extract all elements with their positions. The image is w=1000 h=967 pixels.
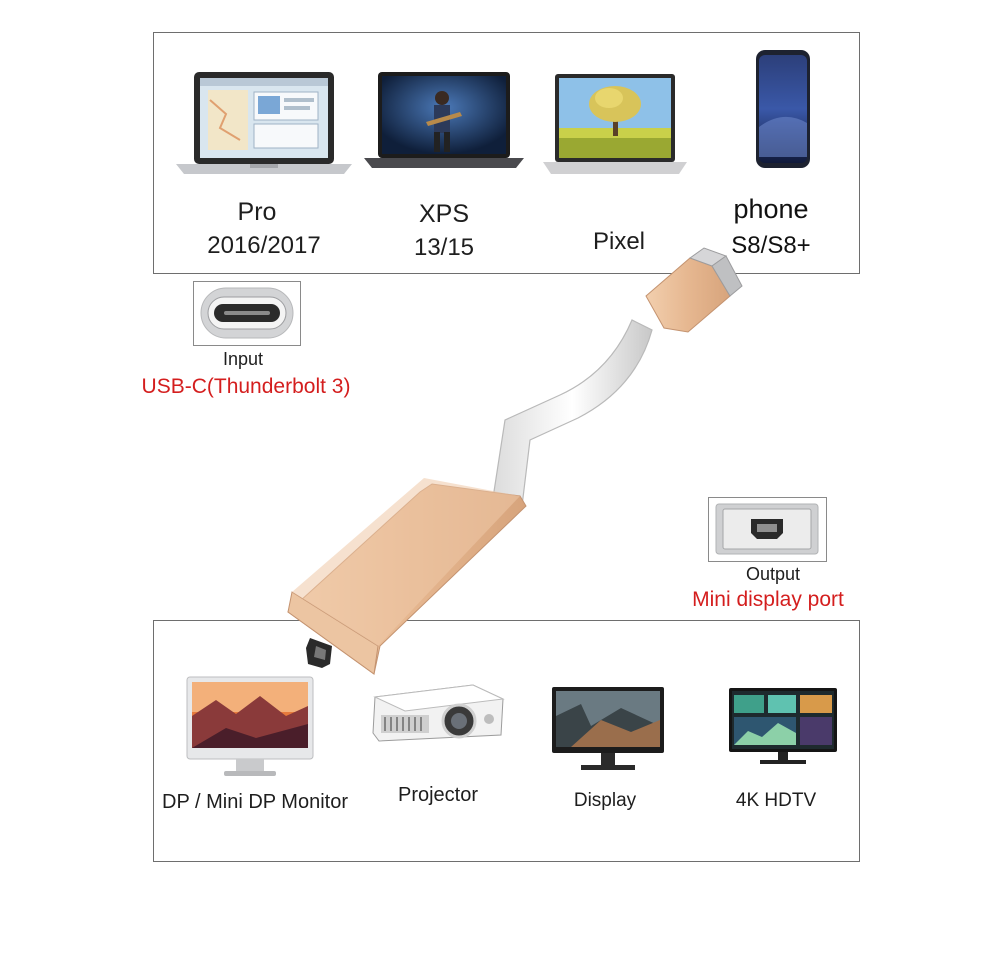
device-label-pro-years: 2016/2017 [207, 232, 321, 259]
dp-monitor-icon [186, 676, 314, 778]
output-caption: Output [745, 564, 801, 584]
input-caption: Input [222, 349, 264, 369]
device-label-phone-models: S8/S8+ [731, 232, 811, 259]
device-label-phone: phone [733, 194, 809, 224]
output-label-projector: Projector [397, 784, 479, 806]
hdtv-icon [728, 687, 838, 767]
device-label-pixel: Pixel [592, 228, 646, 255]
galaxy-phone-icon [755, 49, 811, 169]
display-icon [551, 686, 665, 772]
device-label-xps-models: 13/15 [413, 234, 475, 261]
usb-c-port-icon [200, 287, 294, 339]
dell-xps-laptop-icon [364, 72, 524, 170]
projector-icon [369, 677, 509, 747]
input-port-name: USB-C(Thunderbolt 3) [141, 375, 351, 398]
device-label-pro: Pro [237, 198, 277, 226]
output-label-display: Display [573, 790, 637, 811]
device-label-xps: XPS [418, 200, 470, 228]
output-label-hdtv: 4K HDTV [735, 790, 817, 811]
output-port-name: Mini display port [692, 588, 844, 611]
pixelbook-laptop-icon [543, 74, 687, 178]
output-label-monitor: DP / Mini DP Monitor [162, 791, 348, 813]
macbook-pro-laptop-icon [176, 70, 352, 174]
mini-display-port-icon [715, 503, 819, 555]
